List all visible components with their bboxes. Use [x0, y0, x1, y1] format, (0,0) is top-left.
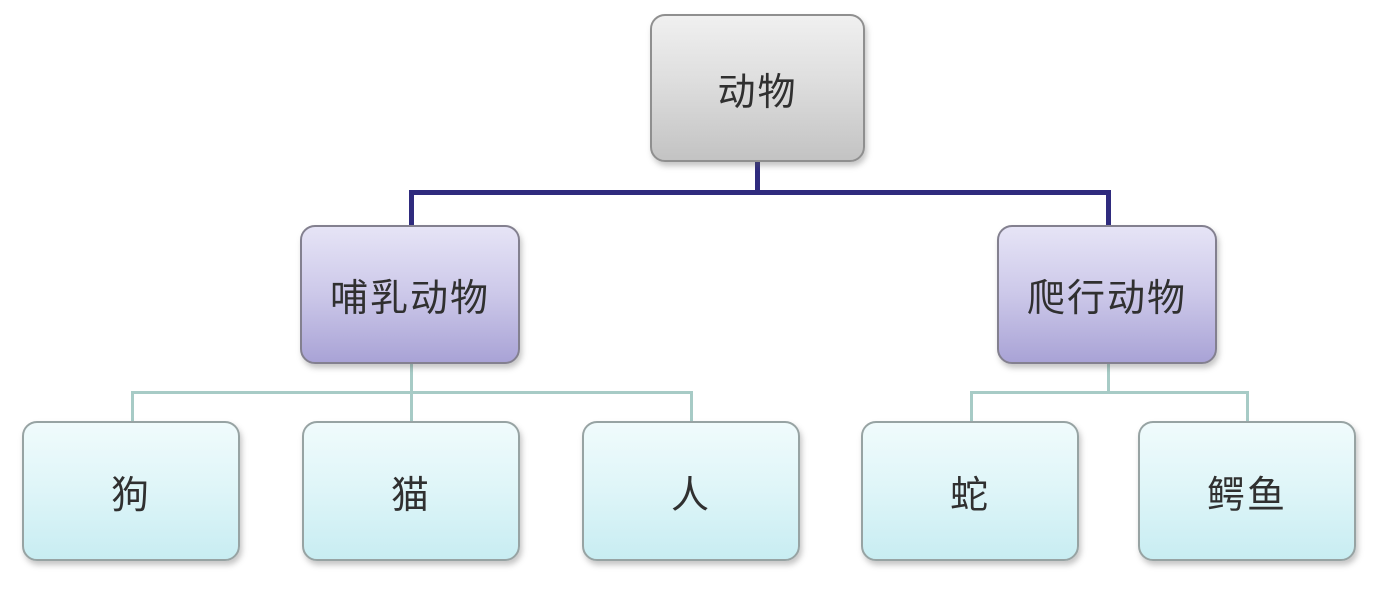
connector-drop-human: [690, 391, 693, 423]
node-snake-label: 蛇: [949, 472, 990, 517]
connector-reptiles-horizontal: [970, 391, 1249, 394]
node-human-label: 人: [670, 472, 711, 517]
connector-drop-snake: [970, 391, 973, 423]
node-animal: 动物: [650, 14, 865, 162]
node-mammals-label: 哺乳动物: [329, 276, 490, 320]
node-reptiles-label: 爬行动物: [1026, 276, 1187, 320]
node-cat-label: 猫: [390, 472, 431, 517]
connector-root-stem: [755, 158, 760, 193]
node-human: 人: [582, 421, 800, 561]
connector-drop-reptiles: [1106, 190, 1111, 227]
node-mammals: 哺乳动物: [300, 225, 520, 364]
node-reptiles: 爬行动物: [997, 225, 1217, 364]
node-dog: 狗: [22, 421, 240, 561]
node-crocodile: 鳄鱼: [1138, 421, 1356, 561]
node-animal-label: 动物: [717, 69, 798, 114]
node-cat: 猫: [302, 421, 520, 561]
connector-drop-dog: [131, 391, 134, 423]
connector-drop-mammals: [409, 190, 414, 227]
connector-drop-cat: [410, 391, 413, 423]
connector-mammals-stem: [410, 362, 413, 393]
connector-drop-crocodile: [1246, 391, 1249, 423]
node-crocodile-label: 鳄鱼: [1206, 472, 1287, 517]
connector-root-horizontal: [409, 190, 1111, 195]
node-dog-label: 狗: [110, 472, 151, 517]
node-snake: 蛇: [861, 421, 1079, 561]
connector-reptiles-stem: [1107, 362, 1110, 393]
